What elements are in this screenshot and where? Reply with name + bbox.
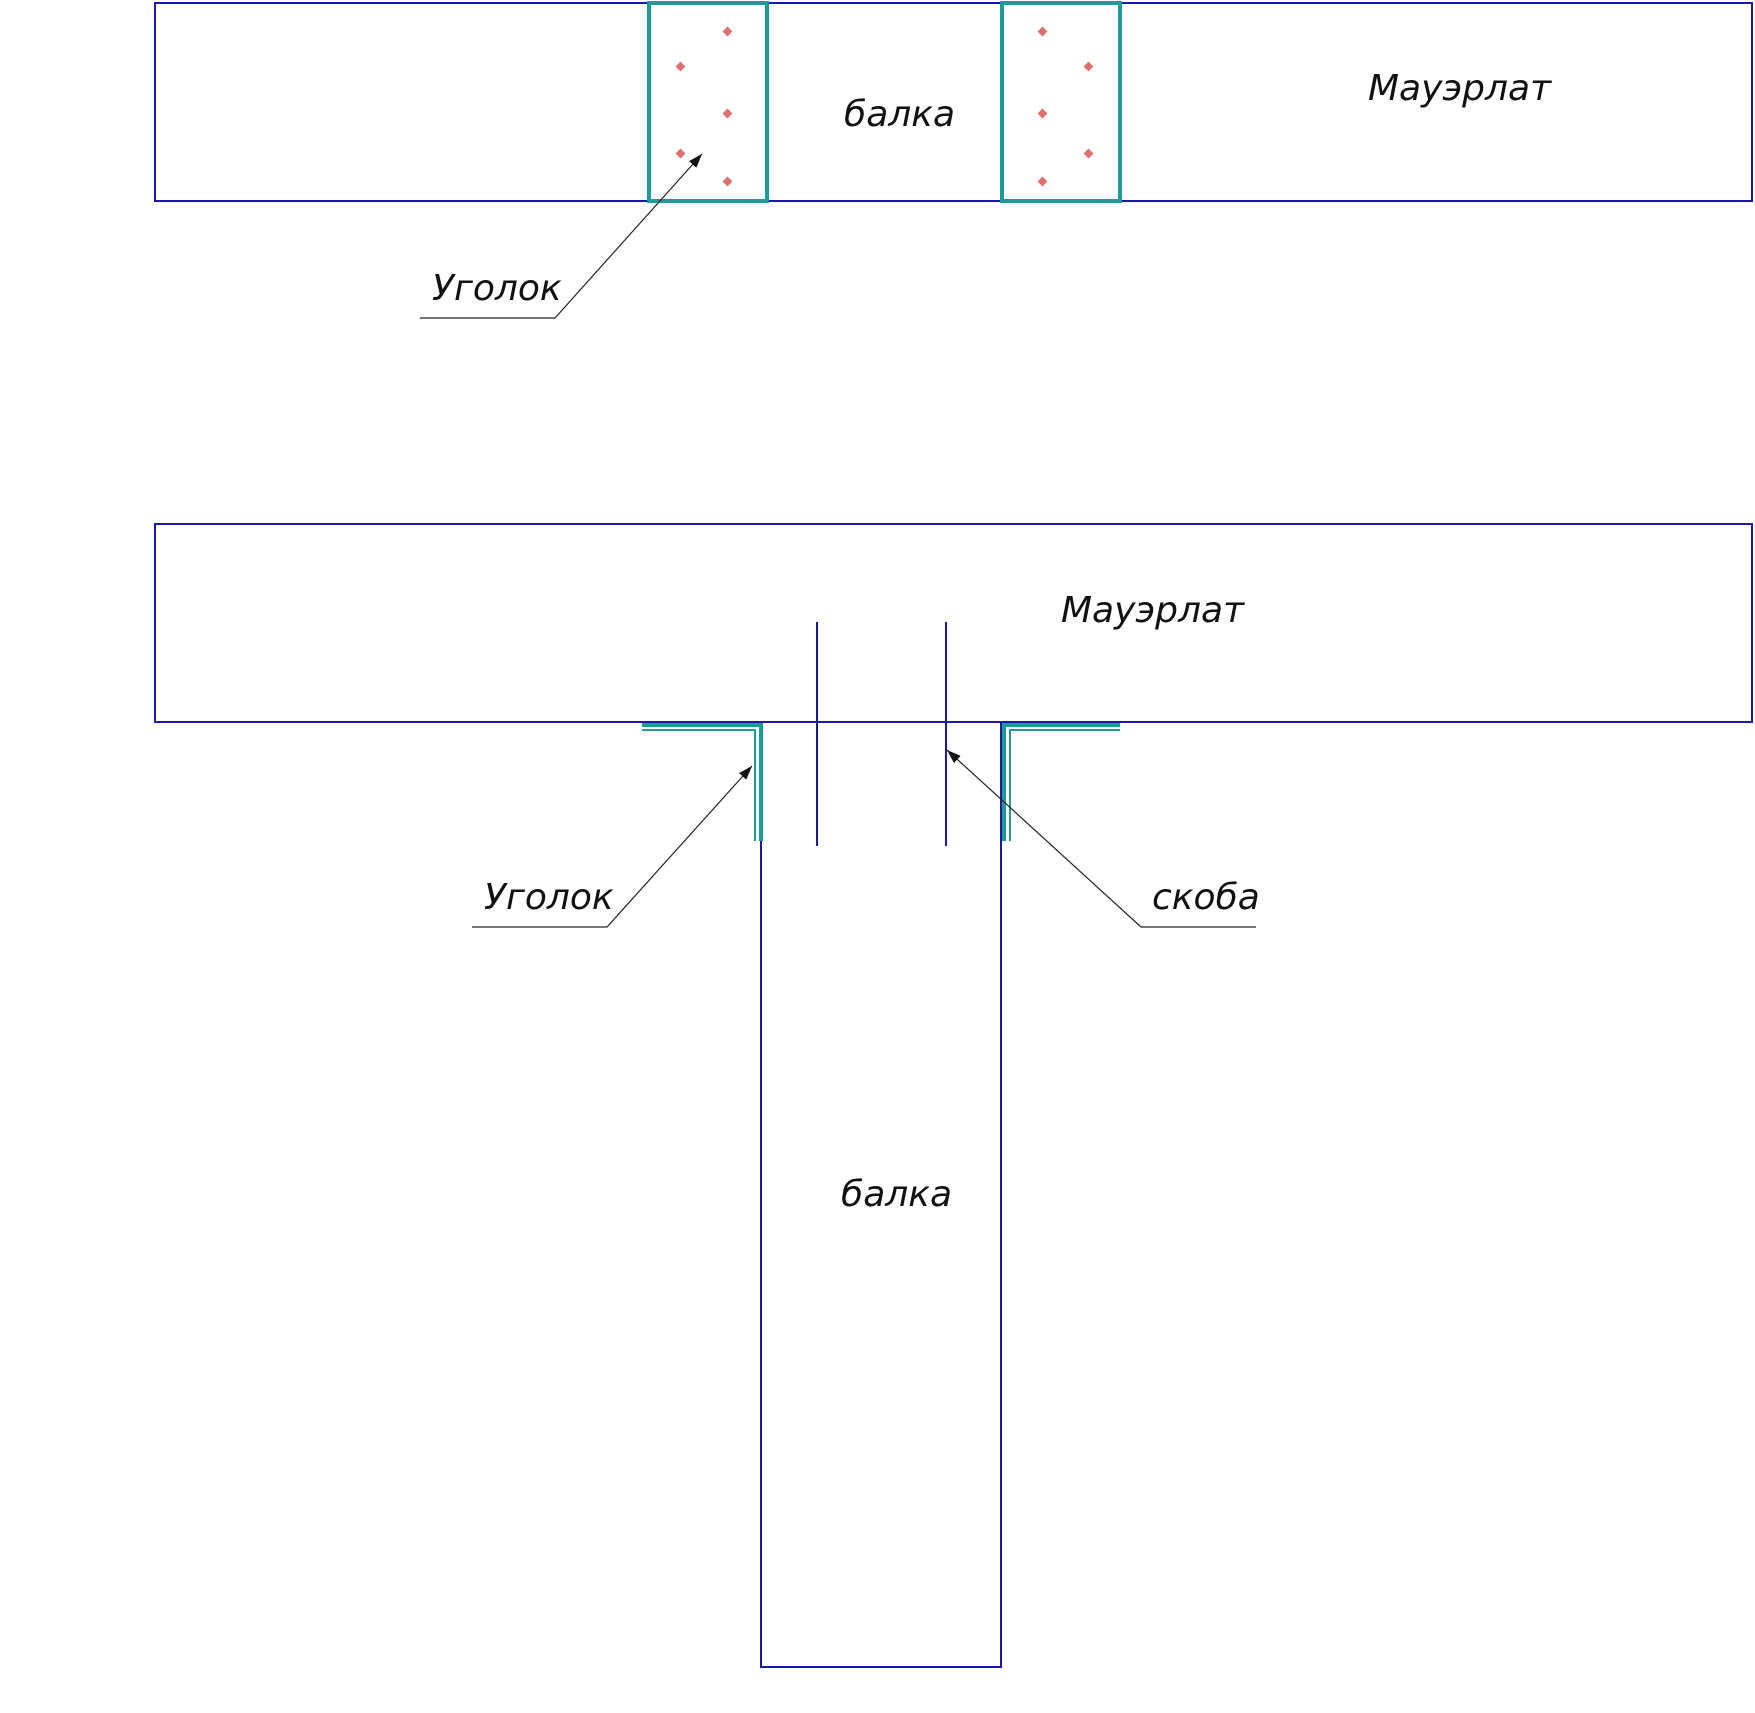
bottom-right-angle (1002, 723, 1120, 841)
top-beam-label: балка (844, 94, 955, 135)
top-right-angle-plate (1000, 1, 1122, 203)
bolt-mark (675, 61, 686, 72)
bottom-mauerlat-label: Мауэрлат (1061, 590, 1245, 631)
bolt-mark (722, 26, 733, 37)
bottom-view: Мауэрлат Уголок скоба балка (154, 523, 1753, 1668)
angle-outer-stroke (642, 723, 763, 841)
bolt-mark (675, 148, 686, 159)
bottom-mauerlat-outline (154, 523, 1753, 723)
angle-inner-stroke (642, 729, 756, 841)
bolt-mark (1083, 148, 1094, 159)
top-mauerlat-label: Мауэрлат (1368, 68, 1552, 109)
bolt-mark (722, 108, 733, 119)
angle-inner-stroke (1009, 729, 1120, 841)
top-view: балка Мауэрлат Уголок (154, 1, 1753, 319)
bottom-beam-outline (760, 722, 1002, 1668)
top-right-bolts (1037, 26, 1094, 187)
bolt-mark (722, 176, 733, 187)
bottom-left-angle (642, 723, 763, 841)
bolt-mark (1037, 176, 1048, 187)
bolt-mark (1083, 61, 1094, 72)
top-angle-label: Уголок (432, 268, 562, 309)
top-left-bolts (675, 26, 733, 187)
bolt-mark (1037, 26, 1048, 37)
bottom-bracket-leader (946, 749, 1256, 928)
angle-outer-stroke (1002, 723, 1120, 841)
top-angle-leader (420, 153, 703, 319)
bottom-angle-label: Уголок (484, 877, 614, 918)
bottom-angle-leader (472, 765, 753, 928)
bottom-beam-label: балка (841, 1174, 952, 1215)
top-left-angle-plate (647, 1, 769, 203)
bottom-bracket-label: скоба (1152, 877, 1260, 918)
top-mauerlat-outline (154, 2, 1753, 202)
bolt-mark (1037, 108, 1048, 119)
